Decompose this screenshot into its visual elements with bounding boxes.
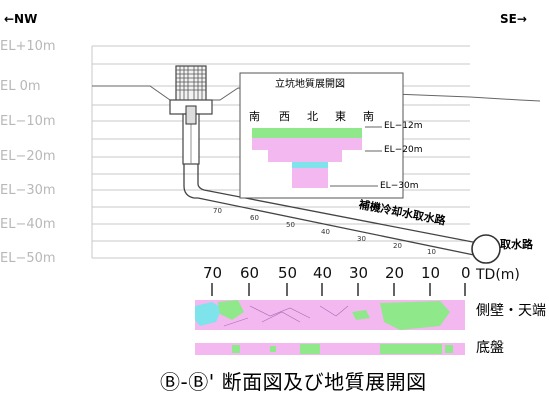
elevation-label: EL+10m (0, 39, 56, 54)
td-tick-label: 0 (461, 264, 471, 282)
direction-se-label: SE→ (500, 12, 527, 26)
station-mark: 60 (250, 214, 259, 222)
td-unit-label: TD(m) (476, 267, 520, 283)
td-tick-label: 40 (313, 264, 333, 282)
elevation-label: EL−10m (0, 114, 56, 129)
figure-caption: Ⓑ-Ⓑ' 断面図及び地質展開図 (160, 370, 427, 394)
intake-tunnel-circle (471, 234, 501, 264)
td-tick-label: 60 (240, 264, 260, 282)
inset-geology-pink (252, 138, 362, 150)
td-tick-label: 70 (203, 264, 223, 282)
geology-strip-floor (195, 343, 465, 355)
td-axis-ticks (211, 283, 466, 296)
elevation-label: EL−50m (0, 251, 56, 266)
station-mark: 70 (213, 207, 222, 215)
intake-label: 取水路 (500, 238, 533, 251)
inset-geology-pink (292, 176, 328, 188)
td-tick-label: 50 (278, 264, 298, 282)
inset-direction-label: 西 (279, 110, 290, 123)
inset-level-label: EL−30m (380, 181, 419, 191)
inset-direction-label: 北 (307, 110, 318, 123)
station-mark: 40 (321, 228, 330, 236)
wall-strip-label: 側壁・天端 (476, 303, 546, 319)
inset-direction-label: 南 (363, 110, 374, 123)
elevation-label: EL−40m (0, 217, 56, 232)
station-mark: 10 (427, 248, 436, 256)
direction-nw-label: ←NW (4, 12, 38, 26)
inset-title: 立坑地質展開図 (275, 79, 345, 90)
shaft-structure (169, 65, 213, 199)
elevation-label: EL−20m (0, 149, 56, 164)
ground-surface-line (92, 85, 541, 102)
td-tick-label: 10 (421, 264, 441, 282)
inset-geology-pink (268, 150, 342, 162)
station-mark: 50 (286, 221, 295, 229)
inset-geology-pink (292, 168, 328, 176)
inclined-tunnel (197, 189, 479, 256)
inset-direction-label: 東 (335, 110, 346, 123)
td-tick-label: 30 (349, 264, 369, 282)
inset-level-label: EL−12m (384, 121, 423, 131)
elevation-label: EL−30m (0, 183, 56, 198)
inset-geology-cyan (292, 162, 328, 168)
elevation-label: EL 0m (0, 79, 41, 94)
inset-direction-label: 南 (249, 110, 260, 123)
td-tick-label: 20 (385, 264, 405, 282)
geology-strip-wall (195, 300, 465, 330)
inset-level-label: EL−20m (384, 145, 423, 155)
station-mark: 30 (357, 235, 366, 243)
station-mark: 20 (393, 242, 402, 250)
floor-strip-label: 底盤 (476, 340, 504, 356)
inset-geology-green (252, 128, 362, 138)
